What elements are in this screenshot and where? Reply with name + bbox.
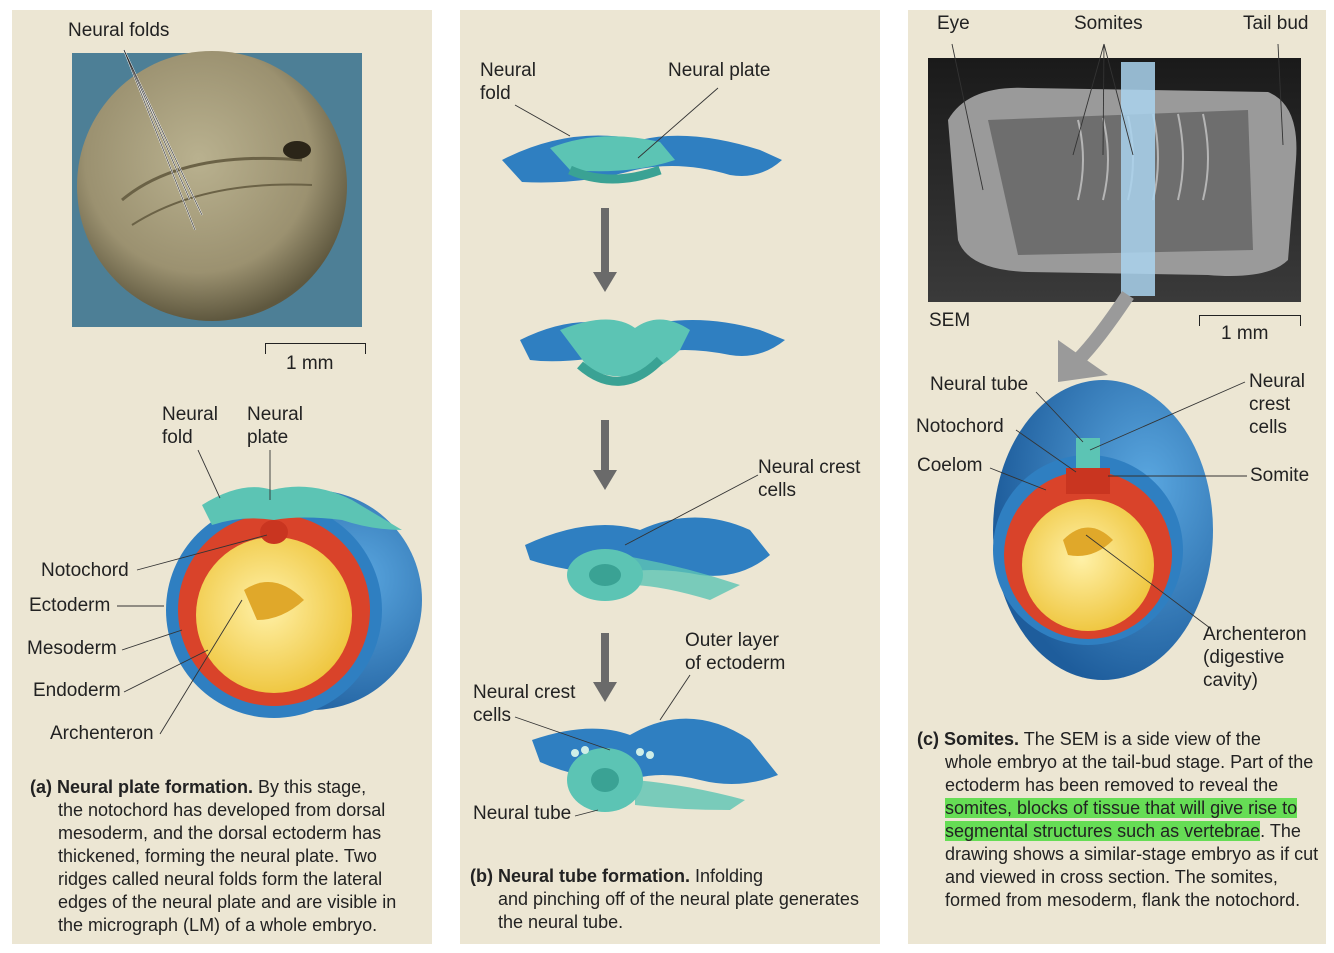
caption-c-body: whole embryo at the tail-bud stage. Part…	[917, 751, 1320, 912]
label-coelom: Coelom	[917, 455, 983, 476]
arrow-2	[593, 420, 617, 490]
stage-3-tube-closing	[525, 517, 770, 601]
label-sem: SEM	[929, 310, 971, 331]
panel-neural-plate-formation: Neural folds 1 mm Neural fold Neural pla…	[12, 10, 432, 944]
caption-c-body-start: whole embryo at the tail-bud stage. Part…	[945, 752, 1314, 795]
caption-a-title: Neural plate formation.	[57, 777, 254, 797]
caption-c-body-end: . The drawing shows a similar-stage embr…	[945, 821, 1319, 910]
caption-c-title: Somites.	[944, 729, 1020, 749]
scale-label-c: 1 mm	[1221, 323, 1269, 344]
label-somites: Somites	[1074, 13, 1143, 34]
label-neural-folds: Neural folds	[68, 20, 170, 41]
cross-section-embryo-a	[166, 486, 422, 718]
caption-b-body: and pinching off of the neural plate gen…	[498, 889, 859, 932]
label-outer-layer-ectoderm: Outer layer of ectoderm	[685, 630, 786, 674]
label-eye: Eye	[937, 13, 970, 34]
caption-a-body: the notochord has developed from dorsal …	[58, 800, 397, 935]
label-neural-crest-cells-b2: Neural crest cells	[473, 682, 576, 726]
label-archenteron-c: Archenteron (digestive cavity)	[1203, 624, 1307, 691]
label-neural-plate-a: Neural plate	[247, 404, 303, 448]
panel-a-artwork	[72, 49, 422, 735]
caption-a-lead: By this stage,	[253, 777, 367, 797]
label-neural-crest-cells-c: Neural crest cells	[1249, 371, 1305, 438]
label-neural-tube-b: Neural tube	[473, 803, 572, 824]
caption-c-lead: The SEM is a side view of the	[1019, 729, 1261, 749]
caption-c-letter: (c)	[917, 729, 939, 749]
label-endoderm: Endoderm	[33, 680, 121, 701]
label-neural-plate-b: Neural plate	[668, 60, 771, 81]
caption-b-title: Neural tube formation.	[498, 866, 691, 886]
cross-section-embryo-c	[993, 380, 1213, 680]
label-ectoderm: Ectoderm	[29, 595, 111, 616]
panel-b-artwork	[502, 87, 785, 817]
caption-b-letter: (b)	[470, 866, 493, 886]
caption-b-lead: Infolding	[690, 866, 764, 886]
label-mesoderm: Mesoderm	[27, 638, 117, 659]
stage-2-infolding	[520, 319, 785, 386]
caption-a-letter: (a)	[30, 777, 52, 797]
light-micrograph	[72, 51, 362, 327]
label-neural-fold-b: Neural fold	[480, 60, 536, 104]
caption-c: (c) Somites. The SEM is a side view of t…	[917, 728, 1320, 912]
label-notochord-a: Notochord	[41, 560, 129, 581]
stage-4-neural-tube	[532, 718, 778, 812]
caption-b: (b) Neural tube formation. Infolding and…	[470, 865, 870, 934]
panel-somites: Eye Somites Tail bud SEM 1 mm Neural tub…	[908, 10, 1326, 944]
label-neural-tube-c: Neural tube	[930, 374, 1029, 395]
sem-micrograph	[928, 58, 1301, 302]
stage-1-flat-plate	[502, 135, 782, 184]
label-tail-bud: Tail bud	[1243, 13, 1309, 34]
panel-neural-tube-formation: Neural fold Neural plate Neural crest ce…	[460, 10, 880, 944]
label-neural-crest-cells-b1: Neural crest cells	[758, 457, 861, 501]
label-somite: Somite	[1250, 465, 1310, 486]
label-archenteron-a: Archenteron	[50, 723, 154, 744]
label-notochord-c: Notochord	[916, 416, 1004, 437]
panel-c-artwork	[928, 43, 1301, 680]
caption-c-highlight: somites, blocks of tissue that will give…	[945, 798, 1298, 841]
scale-label-a: 1 mm	[286, 353, 334, 374]
scale-bar-c	[1199, 315, 1301, 326]
label-neural-fold-a: Neural fold	[162, 404, 218, 448]
caption-a: (a) Neural plate formation. By this stag…	[30, 776, 425, 937]
arrow-1	[593, 208, 617, 292]
arrow-3	[593, 633, 617, 702]
scale-bar-a	[265, 343, 366, 354]
